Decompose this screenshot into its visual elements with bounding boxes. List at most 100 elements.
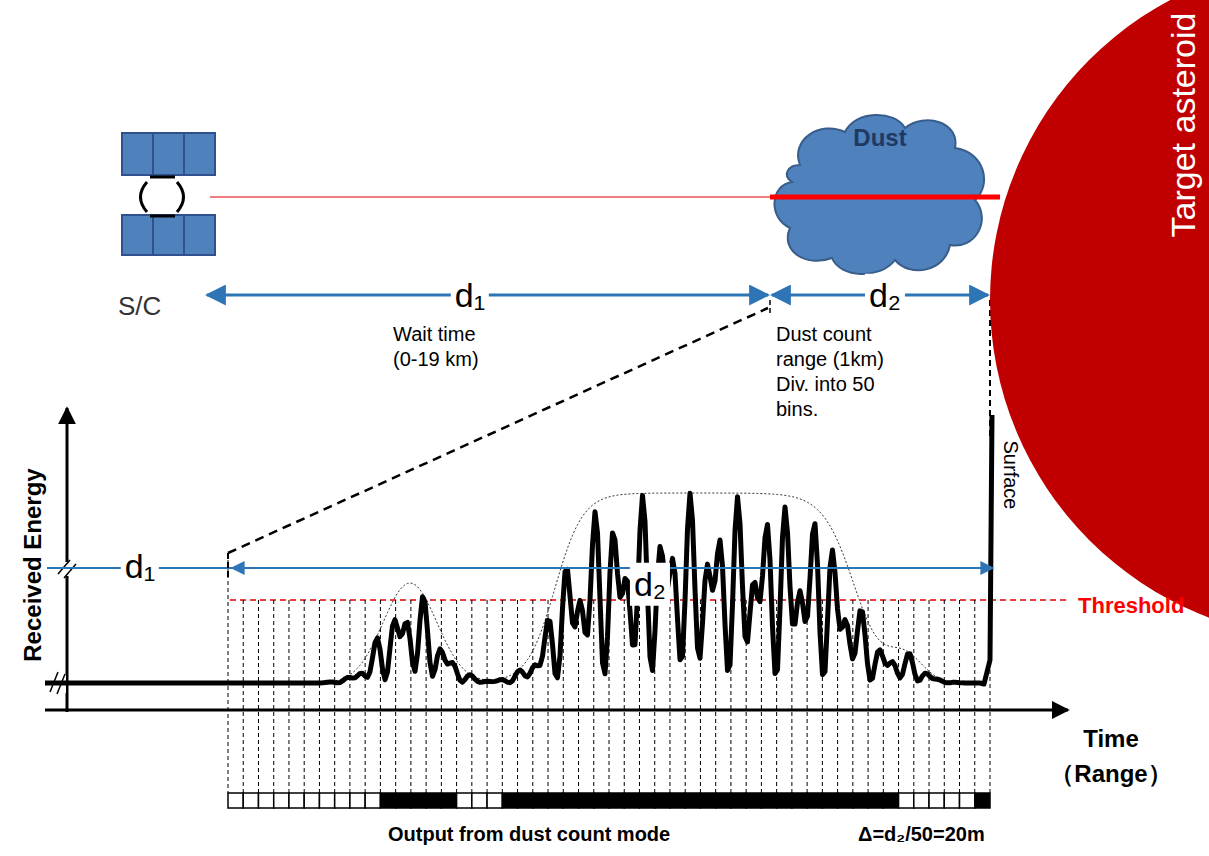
output-cell: [533, 793, 548, 808]
output-cell: [975, 793, 990, 808]
output-cell: [639, 793, 654, 808]
bin-line: [593, 600, 594, 793]
bin-line: [669, 600, 670, 793]
output-cell: [624, 793, 639, 808]
output-cell: [929, 793, 944, 808]
output-cell: [914, 793, 929, 808]
bin-line: [441, 600, 442, 793]
output-cell: [899, 793, 914, 808]
output-cell: [274, 793, 289, 808]
output-cell: [319, 793, 334, 808]
asteroid-body: Target asteroid: [990, 0, 1209, 640]
bin-line: [288, 600, 289, 793]
dimension-note: Wait time (0-19 km): [393, 322, 505, 372]
output-cell: [472, 793, 487, 808]
output-cell: [304, 793, 319, 808]
bin-line: [228, 553, 229, 793]
output-cell: [685, 793, 700, 808]
spacecraft-node: S/C: [112, 125, 222, 325]
bin-line: [944, 600, 945, 793]
output-cell: [883, 793, 898, 808]
bin-line: [715, 600, 716, 793]
spacecraft-icon: [122, 133, 215, 255]
output-cell: [411, 793, 426, 808]
bin-line: [334, 600, 335, 793]
bin-line: [974, 600, 975, 793]
received-signal: [45, 415, 992, 684]
output-cell: [289, 793, 304, 808]
output-cell: [243, 793, 258, 808]
output-cell: [822, 793, 837, 808]
output-caption: Output from dust count mode: [388, 822, 670, 847]
surface-label: Surface: [998, 441, 1023, 510]
bin-line: [913, 600, 914, 793]
bin-line: [959, 600, 960, 793]
output-cell: [579, 793, 594, 808]
output-cell: [944, 793, 959, 808]
x-axis: [45, 709, 1068, 712]
output-cell: [502, 793, 517, 808]
output-cell: [426, 793, 441, 808]
bin-line: [304, 600, 305, 793]
output-cell: [594, 793, 609, 808]
dimension-note: Dust count range (1km) Div. into 50 bins…: [776, 322, 894, 422]
threshold-label: Threshold: [1078, 592, 1184, 620]
bin-line: [852, 600, 853, 793]
dimension-label: d₂: [865, 274, 905, 317]
bin-line: [471, 600, 472, 793]
bin-line: [883, 600, 884, 793]
node-text: Dust: [770, 124, 990, 153]
axis-title: Received Energy: [18, 468, 48, 661]
dimension-label: d₁: [451, 274, 489, 317]
output-cell: [335, 793, 350, 808]
bin-line: [487, 600, 488, 793]
output-bar: [228, 793, 990, 808]
bin-line: [532, 600, 533, 793]
bin-line: [319, 600, 320, 793]
output-cell: [441, 793, 456, 808]
output-cell: [548, 793, 563, 808]
bin-line: [517, 600, 518, 793]
node-text: Target asteroid: [1163, 13, 1204, 238]
output-cell: [853, 793, 868, 808]
bin-line: [791, 600, 792, 793]
bin-line: [868, 600, 869, 793]
bin-line: [349, 600, 350, 793]
output-cell: [670, 793, 685, 808]
bin-size-note: Δ=d₂/50=20m: [858, 822, 985, 847]
y-axis: [66, 408, 69, 712]
output-cell: [396, 793, 411, 808]
bin-line: [624, 600, 625, 793]
output-cell: [350, 793, 365, 808]
bin-line: [639, 600, 640, 793]
output-cell: [365, 793, 380, 808]
dust-count-range: [770, 195, 1000, 200]
output-cell: [380, 793, 395, 808]
output-cell: [838, 793, 853, 808]
output-cell: [487, 793, 502, 808]
output-cell: [807, 793, 822, 808]
range-arrow: [232, 567, 988, 569]
dust-cloud: Dust: [770, 110, 990, 280]
laser-beam: [210, 196, 770, 197]
output-cell: [609, 793, 624, 808]
output-cell: [518, 793, 533, 808]
output-cell: [792, 793, 807, 808]
bin-line: [898, 600, 899, 793]
output-cell: [960, 793, 975, 808]
output-cell: [746, 793, 761, 808]
output-cell: [761, 793, 776, 808]
spacecraft-body: [141, 177, 184, 216]
extension-line: [769, 300, 771, 315]
bin-line: [929, 600, 930, 793]
bin-line: [243, 600, 244, 793]
bin-line: [365, 600, 366, 793]
bin-line: [380, 600, 381, 793]
output-cell: [731, 793, 746, 808]
bin-line: [456, 600, 457, 793]
output-cell: [716, 793, 731, 808]
output-cell: [700, 793, 715, 808]
output-cell: [868, 793, 883, 808]
axis-title: Time （Range）: [1048, 722, 1174, 792]
